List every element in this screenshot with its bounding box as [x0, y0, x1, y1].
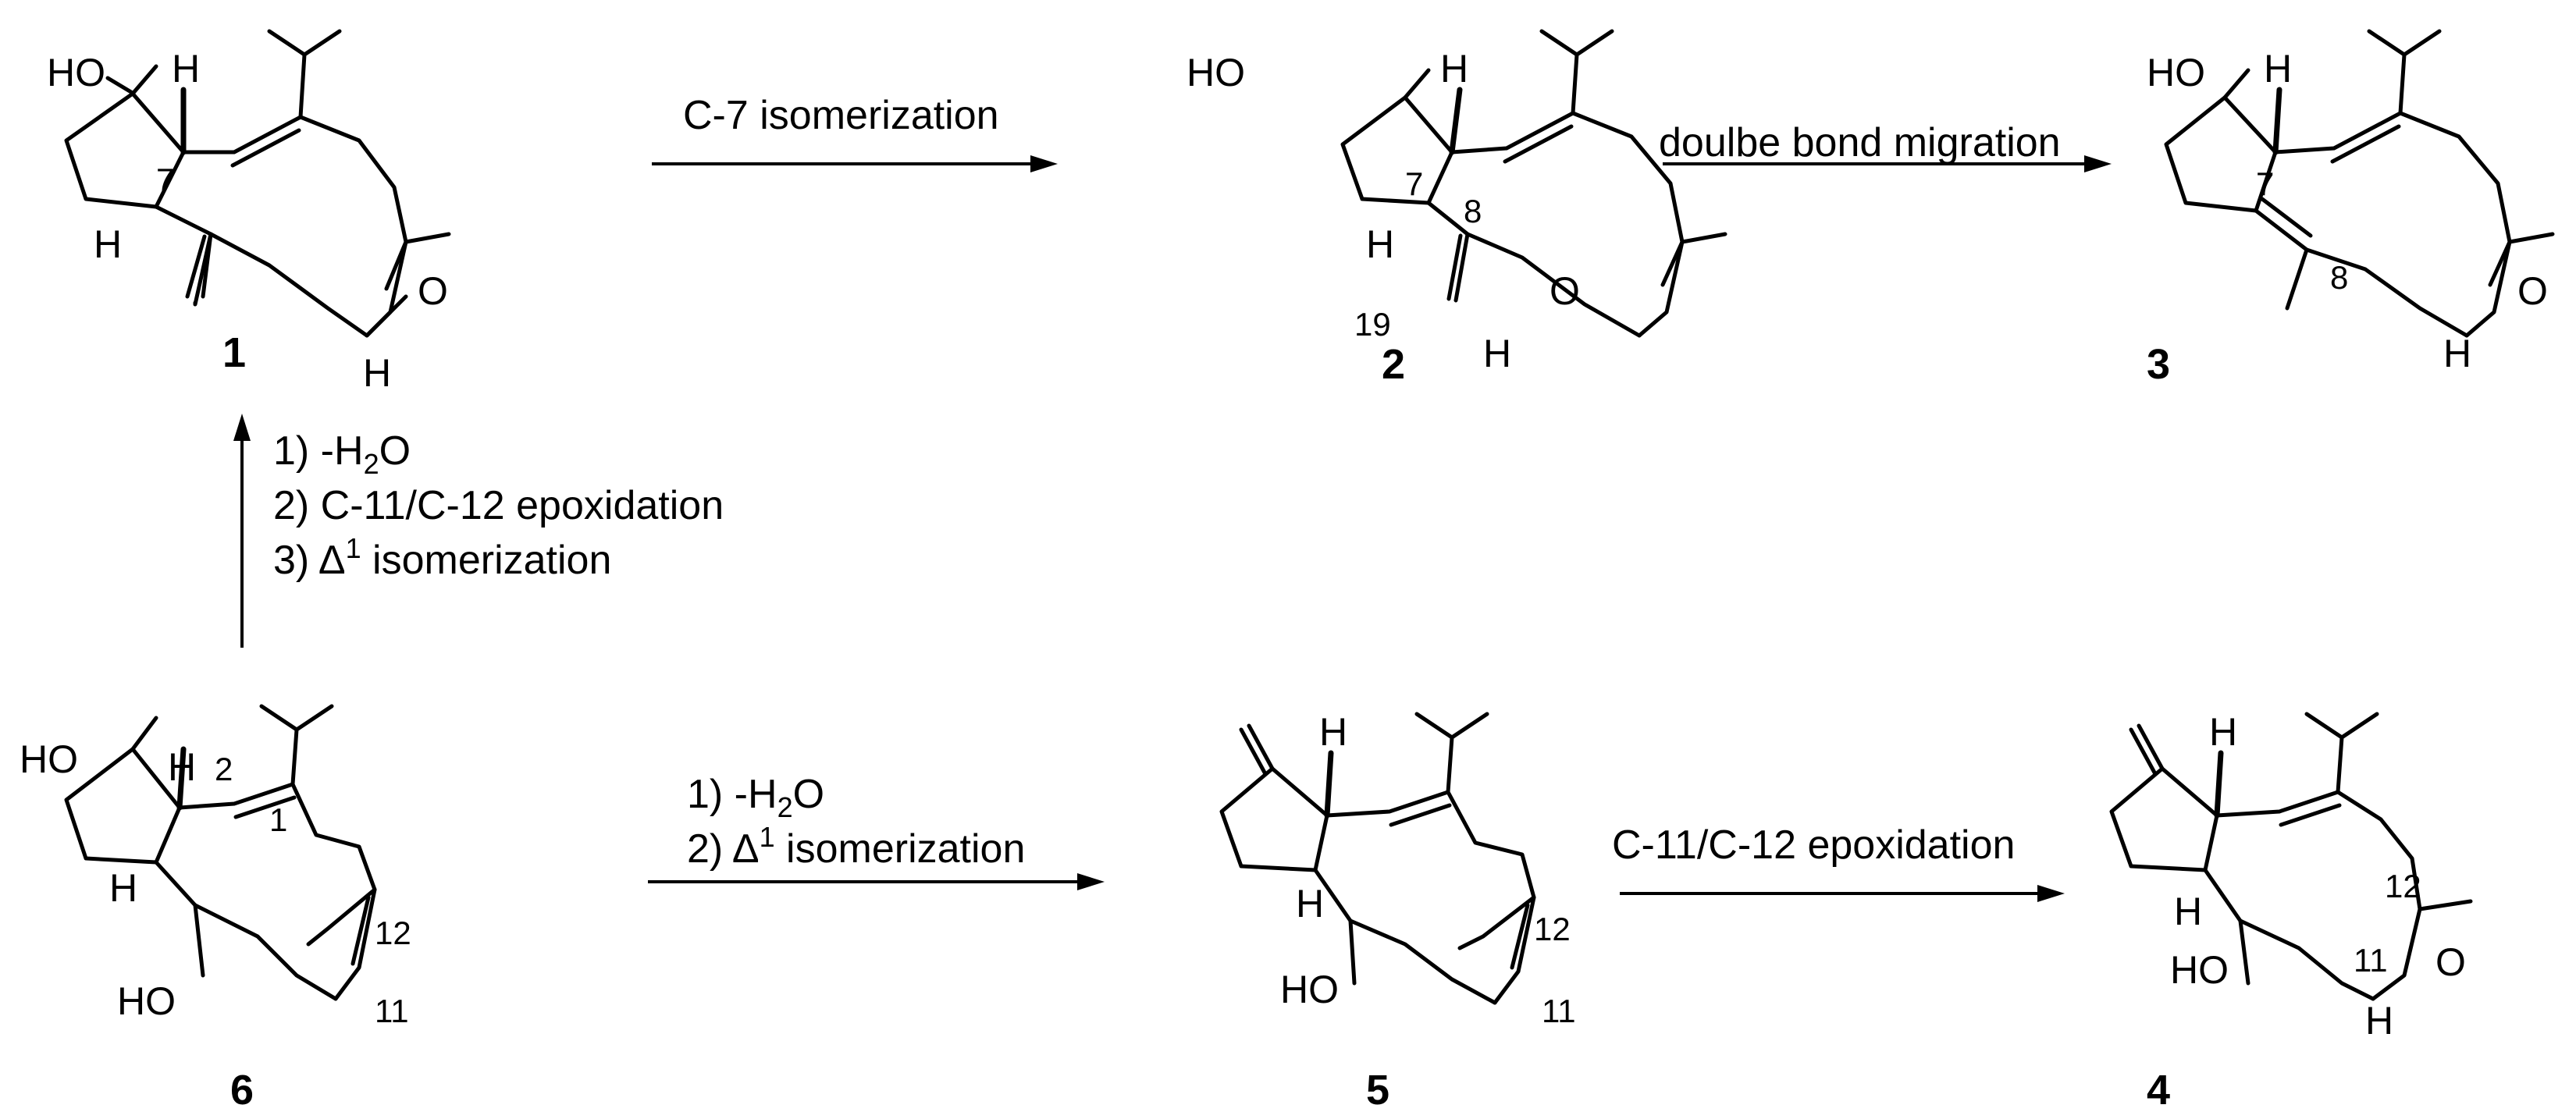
c5-hydroxyl: HO: [1280, 968, 1339, 1011]
c1-epoxide-oxygen: O: [418, 269, 448, 313]
label-c7-isomerization: C-7 isomerization: [683, 93, 999, 138]
step-dehydration-subscript-b: 2: [777, 791, 793, 823]
arrow-6-to-1: [233, 414, 251, 648]
c3-hydrogen-epoxide: H: [2443, 332, 2471, 375]
compound-number-4: 4: [2147, 1067, 2170, 1114]
c4-locant-11: 11: [2354, 942, 2388, 979]
svg-text:3) Δ1 isomerization: 3) Δ1 isomerization: [273, 532, 611, 583]
label-double-bond-migration: doulbe bond migration: [1659, 120, 2061, 165]
svg-text:1) -H2O: 1) -H2O: [273, 428, 411, 480]
step-isomerization-superscript: 1: [346, 532, 361, 564]
c5-locant-11: 11: [1542, 993, 1576, 1029]
arrow-1-to-2: [652, 155, 1058, 172]
c2-hydroxyl: HO: [1187, 51, 1245, 94]
step-dehydration-subscript: 2: [364, 448, 379, 480]
compound-4-structure: [2109, 712, 2473, 1001]
compound-6-structure: [64, 704, 377, 1001]
label-epoxidation-5-to-4: C-11/C-12 epoxidation: [1612, 822, 2015, 868]
arrow-2-to-3: [1663, 155, 2112, 172]
c6-locant-11: 11: [375, 993, 409, 1029]
step-dehydration-suffix-b: O: [793, 772, 824, 817]
c3-locant-7: 7: [2256, 165, 2274, 202]
c6-hydroxyl-bottom: HO: [117, 979, 176, 1023]
c4-hydroxyl: HO: [2170, 948, 2229, 992]
svg-text:2) Δ1 isomerization: 2) Δ1 isomerization: [687, 821, 1025, 872]
compound-number-1: 1: [222, 329, 246, 376]
compound-number-3: 3: [2147, 341, 2170, 388]
c3-locant-8: 8: [2330, 259, 2348, 296]
c1-hydrogen-epoxide: H: [363, 351, 391, 395]
compound-number-5: 5: [1366, 1067, 1389, 1114]
compound-3-structure: [2164, 29, 2555, 338]
step-isomerization-text: 3) Δ: [273, 538, 346, 583]
step-dehydration-text: 1) -H: [273, 428, 364, 474]
c3-epoxide-oxygen: O: [2517, 269, 2548, 313]
c6-hydroxyl-top: HO: [20, 737, 78, 781]
compound-number-6: 6: [230, 1067, 254, 1114]
c3-hydrogen-top: H: [2264, 47, 2292, 91]
c4-hydrogen-top: H: [2209, 710, 2237, 754]
step-isomerization-text-b: 2) Δ: [687, 826, 760, 872]
c6-locant-12: 12: [375, 915, 411, 951]
label-steps-6-to-1: 1) -H2O 2) C-11/C-12 epoxidation 3) Δ1 i…: [273, 428, 724, 583]
c3-hydroxyl: HO: [2147, 51, 2205, 94]
c2-epoxide-oxygen: O: [1550, 269, 1580, 313]
arrow-6-to-5: [648, 873, 1105, 890]
c6-hydrogen-top: H: [168, 745, 196, 789]
step-isomerization-suffix-b: isomerization: [775, 826, 1026, 872]
step-isomerization-suffix: isomerization: [361, 538, 612, 583]
step-dehydration-text-b: 1) -H: [687, 772, 777, 817]
arrow-5-to-4: [1620, 885, 2065, 902]
c6-hydrogen-bottom: H: [109, 866, 137, 910]
c2-hydrogen-top: H: [1440, 47, 1468, 91]
c2-hydrogen-epoxide: H: [1483, 332, 1511, 375]
c4-locant-12: 12: [2385, 868, 2421, 904]
c5-locant-12: 12: [1534, 911, 1571, 947]
c5-hydrogen-top: H: [1319, 710, 1347, 754]
c1-hydrogen-top: H: [172, 47, 200, 91]
c2-locant-8: 8: [1464, 193, 1482, 229]
c2-locant-19: 19: [1354, 306, 1391, 343]
c1-hydrogen-bottom: H: [94, 222, 122, 266]
step-isomerization-superscript-b: 1: [760, 821, 775, 853]
compound-1-structure: [64, 29, 451, 338]
c4-epoxide-oxygen: O: [2435, 940, 2466, 984]
c4-hydrogen-epoxide: H: [2365, 999, 2393, 1043]
label-steps-6-to-5: 1) -H2O 2) Δ1 isomerization: [687, 772, 1025, 872]
c4-hydrogen-bottom: H: [2174, 890, 2202, 933]
c6-locant-1: 1: [269, 801, 287, 838]
step-dehydration-suffix: O: [379, 428, 411, 474]
compound-number-2: 2: [1382, 341, 1405, 388]
svg-text:1) -H2O: 1) -H2O: [687, 772, 824, 823]
c5-hydrogen-bottom: H: [1296, 882, 1324, 925]
compound-5-structure: [1219, 712, 1536, 1005]
step-epoxidation-text: 2) C-11/C-12 epoxidation: [273, 483, 724, 528]
compound-2-structure: [1340, 29, 1727, 338]
c2-locant-7: 7: [1405, 165, 1423, 202]
c6-locant-2: 2: [215, 751, 233, 787]
c2-hydrogen-bottom: H: [1366, 222, 1394, 266]
c1-hydroxyl: HO: [47, 51, 105, 94]
c1-locant-7: 7: [156, 162, 174, 198]
